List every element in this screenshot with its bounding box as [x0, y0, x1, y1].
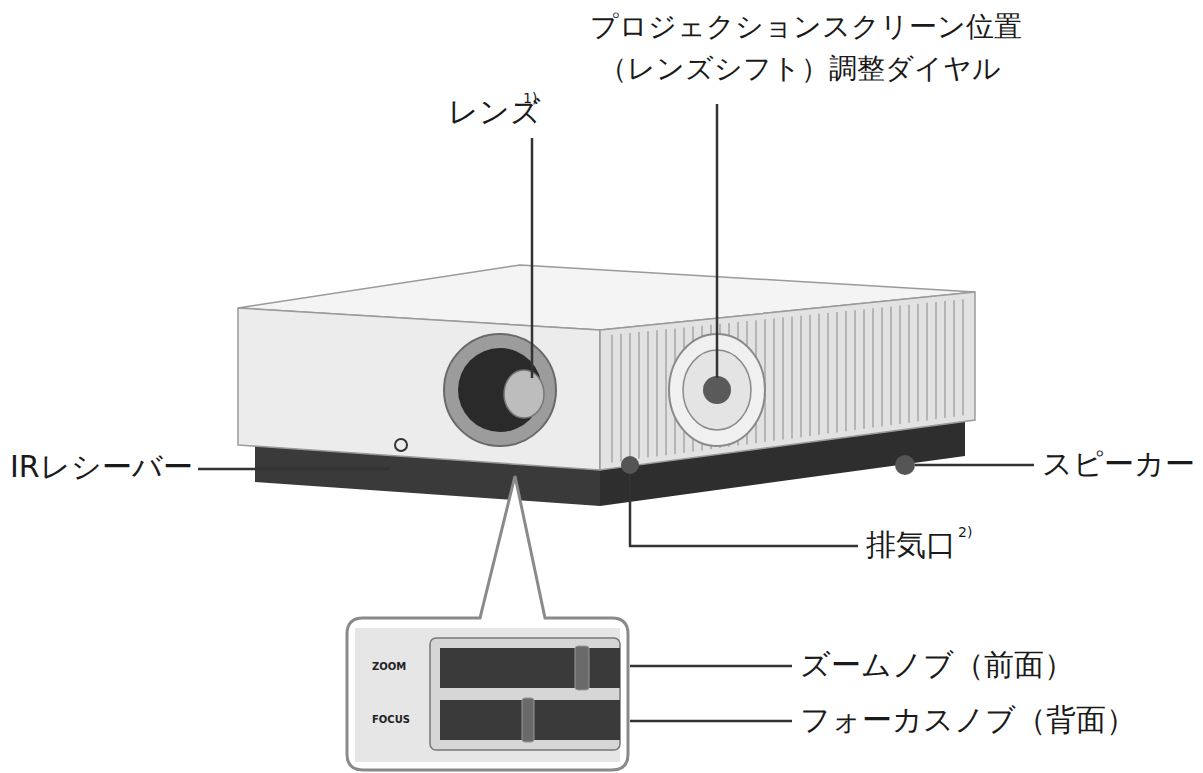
leader-line: [915, 464, 1034, 467]
knob-housing: [430, 638, 620, 750]
leader-line: [630, 474, 858, 546]
knob-marking: FOCUS: [372, 714, 410, 726]
grille-groove: [899, 306, 901, 424]
callout-number: 1): [523, 90, 537, 107]
inset-panel: [355, 628, 620, 762]
zoom-knob: [575, 646, 589, 690]
grille-groove: [647, 331, 649, 457]
grille-groove: [953, 300, 955, 417]
grille-groove: [836, 312, 838, 432]
knob-marking: ZOOM: [372, 661, 406, 673]
part-label: フォーカスノブ（背面）: [800, 702, 1136, 738]
exhaust-mark: [621, 456, 639, 474]
speaker-mark: [895, 455, 915, 475]
grille-groove: [908, 305, 910, 423]
grille-groove: [620, 334, 622, 461]
grille-groove: [944, 301, 946, 418]
dial-center: [703, 376, 731, 404]
part-label: ズームノブ（前面）: [800, 647, 1074, 683]
lens-ring: [444, 334, 556, 446]
focus-knob: [522, 698, 534, 742]
callout-number: 2): [958, 524, 972, 541]
inset-frame: [347, 476, 628, 770]
grille: [612, 299, 963, 462]
leader-line: [630, 665, 792, 668]
grille-groove: [890, 307, 892, 426]
lens-glass: [504, 370, 544, 418]
grille-groove: [791, 317, 793, 439]
part-label: 排気口: [866, 527, 956, 563]
part-label: スピーカー: [1042, 446, 1195, 482]
grille-groove: [881, 307, 883, 426]
grille-groove: [773, 318, 775, 440]
grille-groove: [800, 316, 802, 438]
grille-groove: [845, 311, 847, 431]
grille-groove: [926, 303, 928, 421]
grille-groove: [638, 332, 640, 459]
grille-groove: [863, 309, 865, 429]
leader-line: [630, 720, 792, 723]
grille-groove: [917, 304, 919, 422]
zoom-slot: [440, 648, 620, 688]
grille-groove: [782, 317, 784, 439]
grille-groove: [629, 333, 631, 460]
part-label: プロジェクションスクリーン位置 （レンズシフト）調整ダイヤル: [590, 6, 1010, 90]
leader-line: [531, 138, 534, 378]
part-label: IRレシーバー: [10, 449, 193, 485]
grille-groove: [854, 310, 856, 430]
grille-groove: [809, 315, 811, 436]
grille-groove: [962, 299, 964, 415]
grille-groove: [665, 329, 667, 455]
grille-groove: [818, 314, 820, 435]
front-face: [238, 308, 600, 470]
grille-groove: [935, 302, 937, 419]
grille-groove: [611, 335, 613, 463]
ir-receiver: [395, 439, 407, 451]
grille-groove: [872, 308, 874, 427]
grille-groove: [827, 313, 829, 434]
leader-line: [198, 468, 390, 471]
side-face: [600, 292, 975, 470]
leader-line: [716, 104, 719, 378]
grille-groove: [656, 330, 658, 456]
